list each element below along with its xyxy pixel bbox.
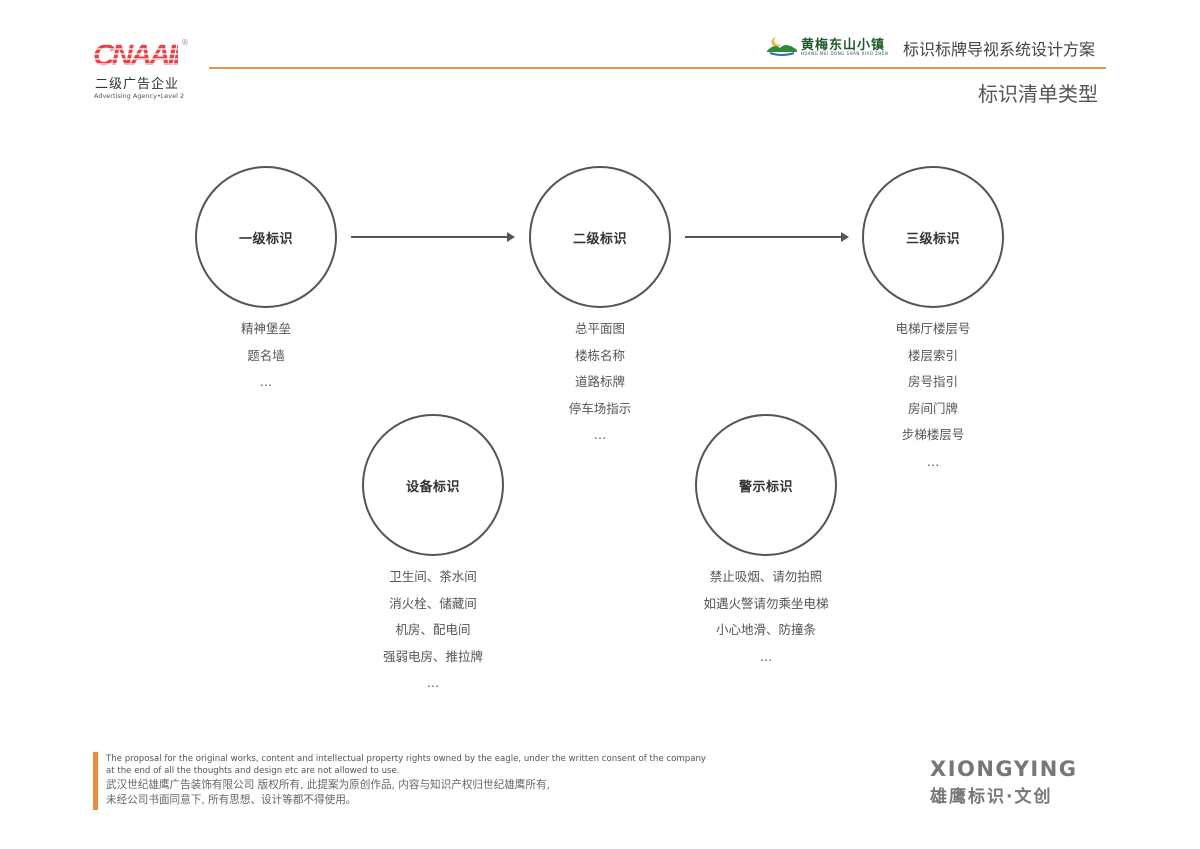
registered-mark: ® xyxy=(181,38,189,47)
footer-brand-cn: 雄鹰标识·文创 xyxy=(930,787,1053,807)
node-items-level2: 总平面图 楼栋名称 道路标牌 停车场指示 … xyxy=(500,316,700,449)
node-label: 设备标识 xyxy=(405,479,460,495)
list-item: 道路标牌 xyxy=(574,374,625,389)
node-level2: 二级标识 xyxy=(529,166,671,308)
list-item: 如遇火警请勿乘坐电梯 xyxy=(703,595,829,611)
list-item: … xyxy=(926,453,940,469)
node-warning: 警示标识 xyxy=(695,414,837,556)
list-item: 楼层索引 xyxy=(907,347,958,363)
list-item: 停车场指示 xyxy=(568,400,632,416)
cnaa-level-cn: 二级广告企业 xyxy=(95,77,180,92)
list-item: … xyxy=(259,374,273,389)
list-item: … xyxy=(759,648,773,664)
town-name: 黄梅东山小镇 xyxy=(801,38,886,53)
list-item: 消火栓、储藏间 xyxy=(389,595,477,611)
node-label: 一级标识 xyxy=(238,231,293,247)
node-items-level3: 电梯厅楼层号 楼层索引 房号指引 房间门牌 步梯楼层号 … xyxy=(833,316,1033,475)
footer-brand-en: XIONGYING xyxy=(930,757,1078,781)
list-item: 楼栋名称 xyxy=(574,347,625,363)
node-level1: 一级标识 xyxy=(195,166,337,308)
node-items-equipment: 卫生间、茶水间 消火栓、储藏间 机房、配电间 强弱电房、推拉牌 … xyxy=(333,564,533,697)
list-item: 总平面图 xyxy=(574,321,625,336)
list-item: 小心地滑、防撞条 xyxy=(715,622,816,637)
list-item: … xyxy=(426,675,440,690)
cnaa-level-en: Advertising Agency•Level 2 xyxy=(94,92,185,100)
footer-disclaimer-cn: 武汉世纪雄鹰广告装饰有限公司 版权所有, 此提案为原创作品, 内容与知识产权归世… xyxy=(106,778,550,808)
arrow-level2-to-level3 xyxy=(685,232,849,242)
town-pinyin: HUANG MEI DONG SHAN XIAO ZHEN xyxy=(801,51,889,56)
node-level3: 三级标识 xyxy=(862,166,1004,308)
document-title: 标识标牌导视系统设计方案 xyxy=(903,40,1096,59)
footer-disclaimer-en: The proposal for the original works, con… xyxy=(106,754,706,776)
node-equipment: 设备标识 xyxy=(362,414,504,556)
town-brand-logo: 黄梅东山小镇 HUANG MEI DONG SHAN XIAO ZHEN xyxy=(767,32,897,62)
list-item: 房间门牌 xyxy=(907,400,958,416)
list-item: 房号指引 xyxy=(907,374,958,389)
page-title: 标识清单类型 xyxy=(978,82,1098,106)
list-item: 禁止吸烟、请勿拍照 xyxy=(709,569,823,584)
node-label: 警示标识 xyxy=(738,479,793,495)
arrow-level1-to-level2 xyxy=(351,232,515,242)
list-item: 题名墙 xyxy=(247,347,285,363)
list-item: 精神堡垒 xyxy=(240,321,291,336)
list-item: 电梯厅楼层号 xyxy=(895,321,971,336)
list-item: 卫生间、茶水间 xyxy=(389,569,477,584)
mountain-moon-icon xyxy=(767,37,797,56)
footer-accent-bar xyxy=(93,752,98,810)
footer-disclaimer-cn-line2: 未经公司书面同意下, 所有思想、设计等都不得使用。 xyxy=(106,794,357,806)
list-item: 强弱电房、推拉牌 xyxy=(382,648,483,664)
list-item: … xyxy=(593,427,607,442)
node-label: 二级标识 xyxy=(572,231,627,247)
node-items-level1: 精神堡垒 题名墙 … xyxy=(166,316,366,396)
list-item: 步梯楼层号 xyxy=(901,427,965,442)
footer-disclaimer-cn-line1: 武汉世纪雄鹰广告装饰有限公司 版权所有, 此提案为原创作品, 内容与知识产权归世… xyxy=(106,779,550,791)
header-divider xyxy=(209,67,1106,69)
list-item: 机房、配电间 xyxy=(395,622,471,637)
cnaa-logo: CNAAII ® 二级广告企业 Advertising Agency•Level… xyxy=(93,38,193,102)
node-label: 三级标识 xyxy=(905,231,960,247)
cnaa-mark: CNAAII xyxy=(93,39,179,72)
node-items-warning: 禁止吸烟、请勿拍照 如遇火警请勿乘坐电梯 小心地滑、防撞条 … xyxy=(666,564,866,670)
